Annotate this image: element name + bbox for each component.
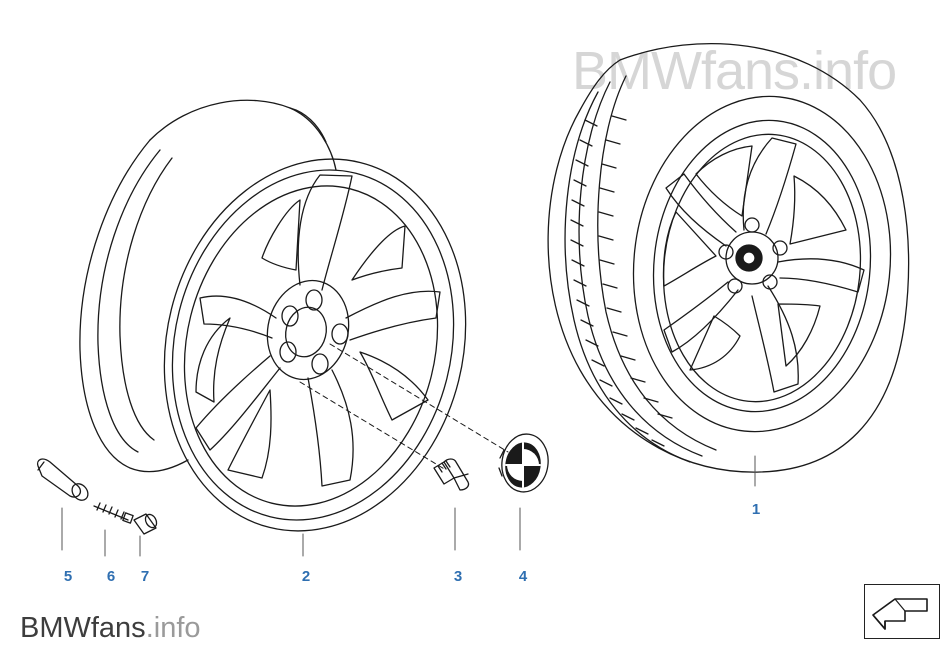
watermark-bottom: BMWfans.info: [20, 612, 201, 645]
callout-1[interactable]: 1: [752, 501, 760, 518]
callout-3[interactable]: 3: [454, 568, 462, 585]
callout-4[interactable]: 4: [519, 568, 528, 585]
valve-part-5[interactable]: [36, 458, 92, 503]
watermark-bottom-suffix: .info: [145, 612, 201, 644]
watermark-top-brand: BMWfans: [572, 41, 800, 101]
callout-leader-lines: [61, 455, 756, 557]
callout-6[interactable]: 6: [107, 568, 115, 585]
watermark-top-suffix: .info: [799, 41, 897, 101]
assembly-guide-lines: [299, 343, 509, 471]
rim-part-2[interactable]: [79, 99, 504, 563]
callout-7[interactable]: 7: [141, 568, 149, 585]
callout-5[interactable]: 5: [64, 568, 72, 585]
callout-2[interactable]: 2: [302, 568, 310, 585]
watermark-bottom-brand: BMWfans: [20, 612, 146, 644]
arrow-back-icon: [872, 598, 928, 630]
watermark-top: BMWfans.info: [572, 40, 897, 102]
valve-core-part-6[interactable]: [93, 502, 134, 524]
wheel-bolt-part-3[interactable]: [433, 458, 470, 491]
hub-cap-part-4[interactable]: [498, 431, 552, 495]
nav-back-button[interactable]: [864, 584, 940, 639]
valve-cap-part-7[interactable]: [133, 512, 159, 535]
complete-wheel-part-1[interactable]: [547, 42, 910, 473]
